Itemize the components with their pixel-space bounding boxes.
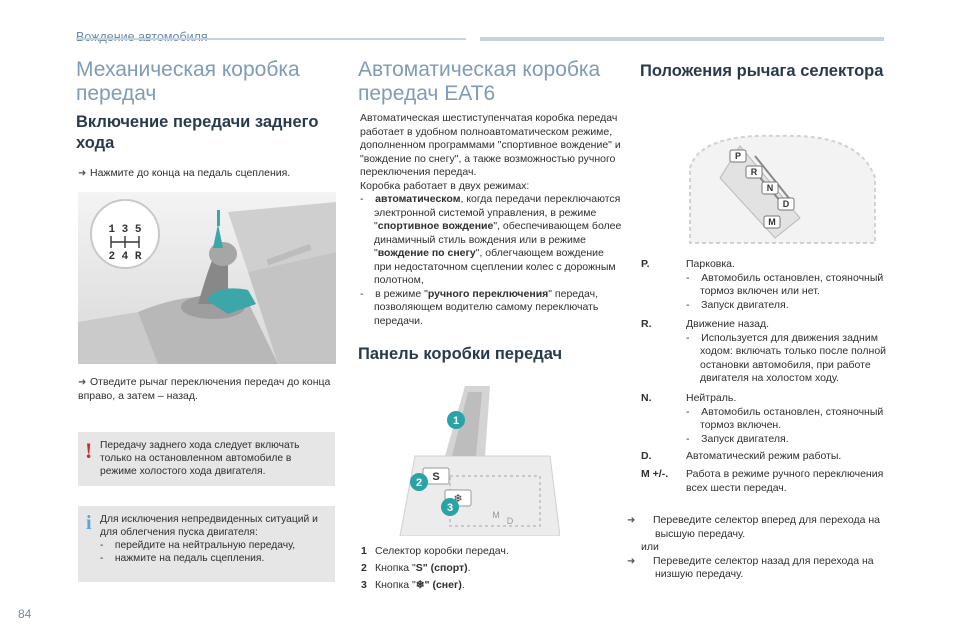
arrow-right-icon: ➜ (78, 377, 87, 388)
arrow-right-icon: ➜ (78, 168, 87, 179)
exclamation-icon: ! (85, 438, 93, 463)
warning-text: Передачу заднего хода следует включать т… (100, 440, 300, 477)
arrow-right-icon: ➜ (627, 515, 636, 526)
info-icon: i (86, 512, 92, 534)
mode-automatic: - автоматическом, когда передачи переклю… (360, 193, 622, 286)
info-box: i Для исключения непредвиденных ситуаций… (78, 506, 335, 582)
gear-knob-bottom-row: 2 4 R (108, 251, 141, 263)
step-press-clutch: ➜Нажмите до конца на педаль сцепления. (78, 167, 291, 179)
gate-r: R (751, 167, 758, 177)
snow-button-label: ❄ (453, 493, 462, 505)
panel-gate-m: M (492, 510, 500, 520)
page-number: 84 (18, 607, 32, 621)
gate-m: M (768, 217, 776, 227)
shift-instructions: ➜Переведите селектор вперед для перехода… (627, 514, 880, 580)
gearbox-panel-illustration: S ❄ M D 1 2 3 (390, 386, 560, 536)
gate-p: P (735, 151, 741, 161)
info-content: Для исключения непредвиденных ситуаций и… (100, 513, 329, 565)
reverse-gear-subtitle: Включение передачи заднего хода (76, 113, 319, 152)
selector-positions-title: Положения рычага селектора (640, 62, 884, 80)
gear-knob-top-row: 1 3 5 (108, 224, 141, 236)
gate-n: N (767, 183, 774, 193)
selector-gate-illustration: P R N D M (680, 128, 880, 250)
marker-1: 1 (453, 415, 459, 427)
gate-d: D (783, 199, 790, 209)
arrow-right-icon: ➜ (627, 555, 636, 567)
manual-gearbox-title: Механическая коробка передач (76, 58, 300, 105)
step-move-lever: ➜Отведите рычаг переключения передач до … (78, 376, 331, 402)
header-rule-left (76, 38, 466, 40)
header-rule-right (480, 37, 884, 41)
automatic-gearbox-title: Автоматическая коробка передач EAT6 (358, 58, 601, 105)
sport-button-label: S (432, 471, 439, 483)
eat6-description: Автоматическая шестиступенчатая коробка … (360, 112, 622, 327)
gearbox-panel-title: Панель коробки передач (358, 345, 563, 363)
info-item: - нажмите на педаль сцепления. (100, 553, 265, 564)
marker-3: 3 (447, 502, 453, 514)
gearshift-illustration: 1 3 5 2 4 R (78, 192, 336, 364)
info-intro: Для исключения непредвиденных ситуаций и… (100, 514, 318, 538)
marker-2: 2 (416, 477, 422, 489)
panel-gate-d: D (507, 516, 514, 526)
warning-box: ! Передачу заднего хода следует включать… (78, 432, 335, 486)
running-header: Вождение автомобиля (76, 30, 208, 44)
info-item: - перейдите на нейтральную передачу, (100, 540, 296, 551)
mode-manual: - в режиме "ручного переключения" переда… (360, 287, 599, 327)
